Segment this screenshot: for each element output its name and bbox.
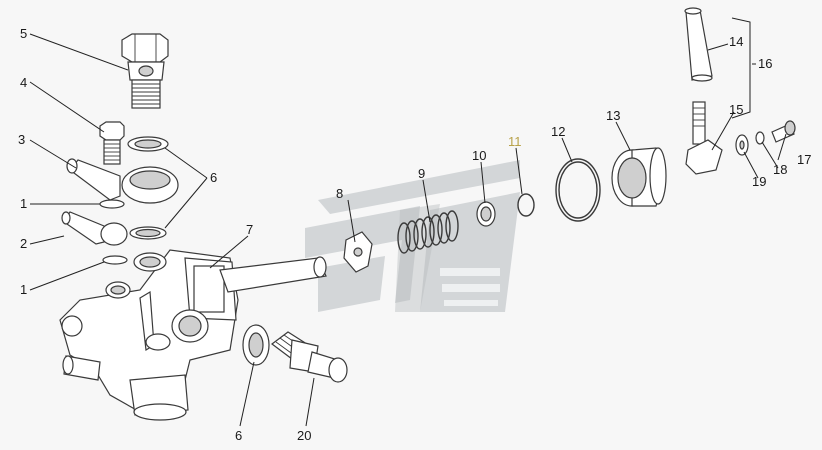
callout-2: 2 [20, 236, 27, 251]
callout-11: 11 [508, 134, 522, 149]
callout-10: 10 [472, 148, 486, 163]
part-11-small-ring [517, 193, 535, 217]
callout-9: 9 [418, 166, 425, 181]
part-20-fitting [271, 331, 348, 383]
part-4-small-bolt [99, 121, 125, 165]
callout-labels: 5 4 3 1 2 1 6 7 8 9 10 11 12 13 14 15 16… [18, 26, 811, 443]
part-3-banjo-fitting [66, 158, 179, 204]
callout-16: 16 [758, 56, 772, 71]
callout-1-upper: 1 [20, 196, 27, 211]
part-19-washer [735, 134, 749, 156]
part-12-o-ring [555, 158, 601, 222]
callout-14: 14 [729, 34, 743, 49]
callout-20: 20 [297, 428, 311, 443]
part-18-small-washer [755, 131, 765, 145]
part-6-washers-upper [127, 136, 169, 240]
callout-18: 18 [773, 162, 787, 177]
part-15-lever [685, 101, 723, 175]
part-10-bushing [476, 201, 496, 227]
callout-6-lower: 6 [235, 428, 242, 443]
callout-8: 8 [336, 186, 343, 201]
part-14-handle-knob [684, 7, 713, 82]
callout-1-lower: 1 [20, 282, 27, 297]
callout-3: 3 [18, 132, 25, 147]
callout-7: 7 [246, 222, 253, 237]
callout-13: 13 [606, 108, 620, 123]
callout-6-upper: 6 [210, 170, 217, 185]
part-7-valve-body [59, 249, 327, 421]
leader-lines [29, 17, 787, 427]
part-6-washer-lower [242, 324, 270, 366]
callout-17: 17 [797, 152, 811, 167]
part-13-nut [611, 147, 667, 207]
callout-5: 5 [20, 26, 27, 41]
callout-19: 19 [752, 174, 766, 189]
callout-15: 15 [729, 102, 743, 117]
callout-12: 12 [551, 124, 565, 139]
part-1-washers [99, 199, 128, 265]
part-17-screw [771, 120, 796, 143]
part-5-banjo-bolt [121, 33, 169, 109]
part-8-plate [343, 231, 373, 273]
callout-4: 4 [20, 75, 27, 90]
watermark-logo [305, 160, 520, 312]
part-9-spring [397, 210, 459, 254]
part-2-small-banjo [61, 211, 128, 246]
